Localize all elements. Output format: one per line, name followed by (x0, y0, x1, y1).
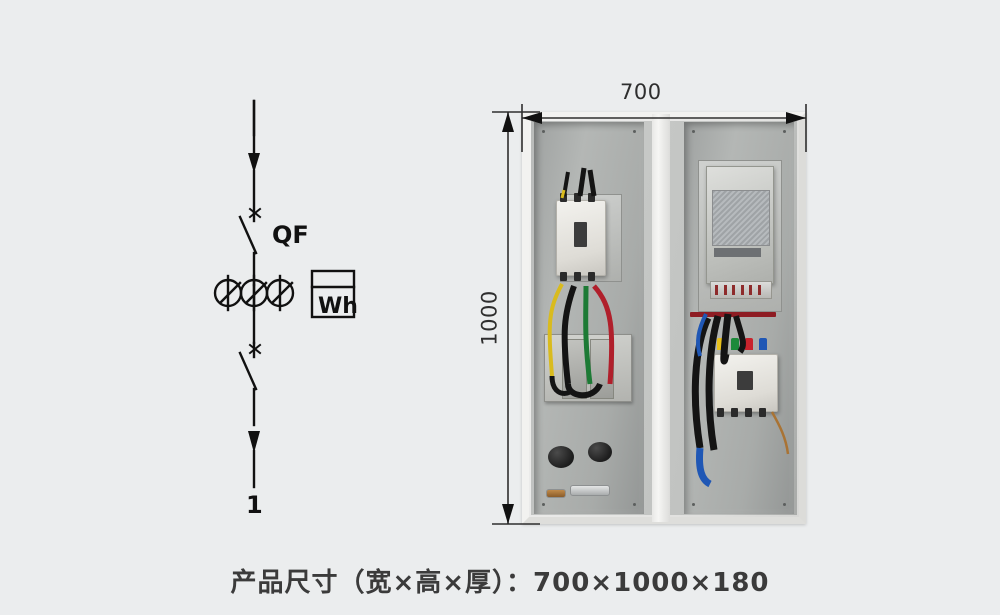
terminal-cap-l2 (731, 338, 739, 350)
switch-lower-x-icon (248, 343, 262, 355)
breaker-incoming-cables (560, 167, 597, 199)
single-line-circuit-diagram: QF Wh 1 (190, 95, 390, 515)
meter-display-face (712, 190, 770, 246)
screw (633, 503, 636, 506)
screw (542, 130, 545, 133)
breaker-top-lug (588, 193, 595, 202)
schematic-svg: QF Wh 1 (213, 99, 358, 515)
height-arrow-bottom (502, 504, 514, 524)
screw (692, 130, 695, 133)
terminal-cap-n (759, 338, 767, 350)
molded-case-circuit-breaker (556, 200, 606, 276)
cabinet-figure: 700 1000 (470, 78, 830, 538)
outgoing-cable-bundle (691, 313, 790, 488)
meter-label: Wh (318, 294, 358, 319)
grounding-strap (546, 489, 566, 498)
right-compartment (684, 122, 794, 514)
width-dimension-label: 700 (620, 80, 662, 104)
breaker-bottom-lug (717, 408, 724, 417)
product-dimension-caption: 产品尺寸（宽×高×厚）：700×1000×180 (230, 568, 770, 598)
distribution-cabinet-photo (522, 112, 806, 524)
breaker-bottom-lug (574, 272, 581, 281)
height-dimension-label: 1000 (477, 290, 502, 346)
switch-upper-x-icon (248, 207, 262, 219)
outgoing-label: 1 (246, 491, 263, 515)
current-transformer-group (213, 274, 295, 312)
left-compartment (534, 122, 644, 514)
cable-grommet (588, 442, 612, 462)
breaker-top-lug (574, 193, 581, 202)
screw (783, 503, 786, 506)
screw (783, 130, 786, 133)
height-arrow-top (502, 112, 514, 132)
outgoing-arrow-icon (248, 431, 260, 453)
energy-meter-box (310, 269, 356, 319)
screw (692, 503, 695, 506)
energy-meter (706, 166, 774, 299)
compartment-divider (652, 114, 670, 522)
breaker-bottom-lug (759, 408, 766, 417)
phase-wiring-left (547, 283, 615, 399)
switch-upper-blade (238, 215, 258, 255)
terminal-cap-l1 (717, 338, 725, 350)
breaker-bottom-lug (745, 408, 752, 417)
bus-bar (690, 312, 776, 317)
terminal-cap-l3 (745, 338, 753, 350)
breaker-bottom-lug (588, 272, 595, 281)
grounding-hardware (570, 485, 610, 496)
breaker-bottom-lug (560, 272, 567, 281)
screw (542, 503, 545, 506)
switch-lower-blade (238, 351, 258, 391)
incoming-arrow-icon (248, 153, 260, 173)
meter-lcd (713, 248, 762, 258)
breaker-label: QF (272, 221, 309, 249)
meter-terminal-block (709, 281, 773, 299)
cable-grommet (548, 446, 574, 468)
breaker-bottom-lug (731, 408, 738, 417)
screw (633, 130, 636, 133)
